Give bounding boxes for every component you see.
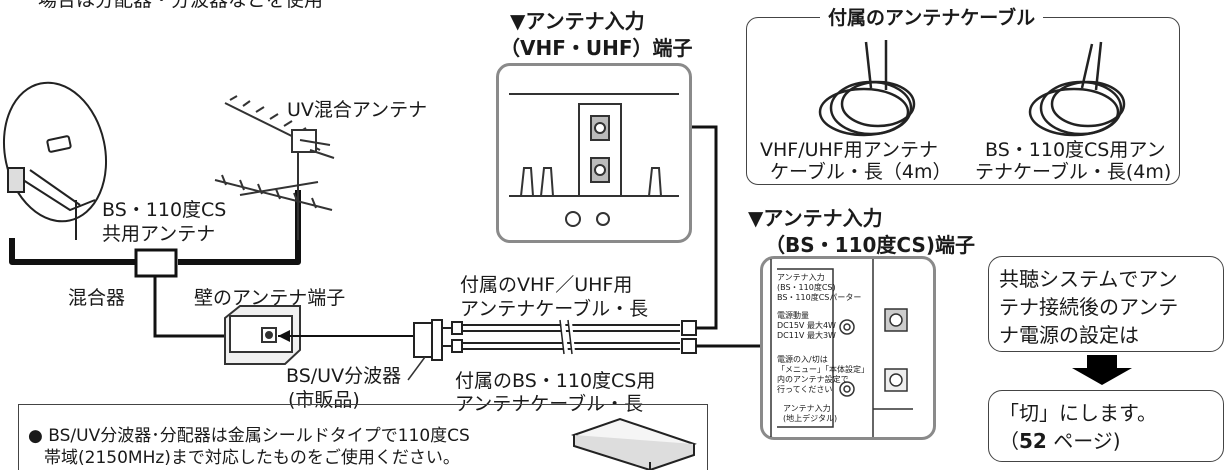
bs-cable-caption-1: BS・110度CS用アン [985,139,1166,161]
vhf-terminal-panel [496,63,692,243]
power-off-note: 「切」にします。 （52 ページ) [988,390,1224,462]
bottom-note-line1: ● BS/UV分波器･分配器は金属シールドタイプで110度CS [28,426,470,446]
bs-terminal-title-2: （BS・110度CS)端子 [765,233,975,257]
tv-panel-label2: 電源動量 DC15V 最大4W DC11V 最大3W [777,311,836,340]
vhf-cable-caption-2: ケーブル・長（4m） [770,161,952,183]
bs-cable-caption-2: テナケーブル・長(4m) [975,161,1172,183]
bottom-info-box [18,404,708,470]
mixer-label: 混合器 [68,287,126,309]
bottom-note-line2: 帯域(2150MHz)まで対応したものをご使用ください。 [44,448,460,468]
splitter-device-drawing [570,417,697,470]
splitter-label-1: BS/UV分波器 [286,365,402,387]
mixer-to-wall-cable [153,276,230,338]
top-cut-text: 場合は分配器・分波器などを使用 [38,0,324,11]
bs-terminal-drawing [770,259,913,437]
long-cables [456,324,680,350]
bs-antenna-label-2: 共用アンテナ [102,223,216,245]
tv-panel-label3: 電源の入/切は 「メニュー」「本体設定」 内のアンテナ設定で 行ってください [777,355,869,394]
wall-plate-drawing [224,305,301,365]
included-cables-drawing [818,40,1126,137]
mixer-box [134,248,178,278]
vhf-terminal-title-2: （VHF・UHF）端子 [500,36,693,60]
bs-terminal-title-1: ▼アンテナ入力 [748,206,883,230]
cable-plugs [451,320,697,354]
uv-antenna-label: UV混合アンテナ [287,99,428,121]
tv-panel-label1: アンテナ入力 (BS・110度CS) BS・110度CSパーター [777,273,862,302]
included-cables-heading: 付属のアンテナケーブル [820,6,1044,30]
power-off-line1: 「切」にします。 [999,401,1157,425]
cable-break-marks [561,321,575,353]
down-arrow [1072,355,1132,385]
splitter-drawing [413,319,456,361]
vhf-long-cable-label-2: アンテナケーブル・長 [460,298,649,320]
tv-panel-label4: アンテナ入力 (地上デジタル) [783,404,838,423]
bs-long-cable-label-1: 付属のBS・110度CS用 [455,370,656,392]
bs-terminal-panel: アンテナ入力 (BS・110度CS) BS・110度CSパーター 電源動量 DC… [760,256,936,440]
wall-terminal-label: 壁のアンテナ端子 [194,287,346,309]
vhf-terminal-drawing [509,93,679,227]
power-off-page-ref: （52 ページ) [999,429,1121,453]
vhf-long-cable-label-1: 付属のVHF／UHF用 [460,274,633,296]
vhf-cable-caption-1: VHF/UHF用アンテナ [760,139,938,161]
splitter-label-2: (市販品) [288,389,360,411]
uv-antenna-drawing [214,95,335,240]
bs-antenna-label-1: BS・110度CS [102,199,227,221]
power-setting-note: 共聴システムでアン テナ接続後のアンテ ナ電源の設定は [988,256,1224,352]
bs-dish-drawing [2,81,108,240]
splitter-leader [407,356,426,381]
vhf-terminal-title-1: ▼アンテナ入力 [510,9,645,33]
